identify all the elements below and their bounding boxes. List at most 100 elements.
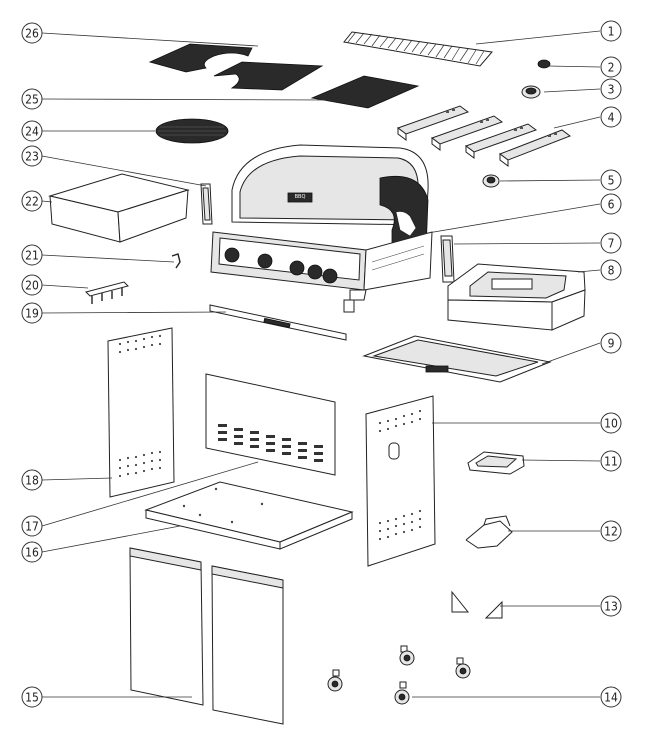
callout-circle: [600, 78, 622, 100]
callout-number: 19: [25, 307, 39, 321]
callout-12: 12: [600, 520, 622, 542]
svg-text:BBQ: BBQ: [295, 194, 306, 200]
part-right-side-panel: [365, 395, 436, 567]
callout-21: 21: [21, 244, 43, 266]
callout-number: 15: [25, 691, 39, 705]
callout-number: 12: [604, 525, 618, 539]
callout-number: 8: [608, 264, 615, 278]
part-shelf-bracket: [200, 183, 213, 225]
callout-14: 14: [600, 686, 622, 708]
callout-circle: [21, 686, 43, 708]
callout-circle: [21, 541, 43, 563]
callout-number: 13: [604, 600, 618, 614]
part-cooking-grate: [310, 75, 420, 109]
callout-24: 24: [21, 120, 43, 142]
callout-number: 4: [608, 111, 615, 125]
callout-number: 7: [608, 237, 615, 251]
part-grease-tray: [467, 451, 525, 475]
callout-number: 10: [604, 417, 618, 431]
callout-circle: [600, 520, 622, 542]
callout-number: 1: [608, 25, 615, 39]
callout-17: 17: [21, 515, 43, 537]
callout-number: 6: [608, 198, 615, 212]
part-grill-head: BBQ: [210, 144, 433, 313]
callout-circle: [600, 193, 622, 215]
callout-19: 19: [21, 302, 43, 324]
callout-23: 23: [21, 145, 43, 167]
part-front-rail: [209, 304, 347, 341]
callout-5: 5: [600, 169, 622, 191]
part-corner-gussets: [451, 590, 503, 619]
part-left-side-panel: [107, 327, 175, 498]
callout-number: 23: [25, 150, 39, 164]
part-round-grate: [155, 118, 229, 144]
callout-number: 20: [25, 279, 39, 293]
callout-circle: [21, 88, 43, 110]
callout-number: 9: [608, 337, 615, 351]
part-control-knob: [521, 85, 541, 99]
callout-circle: [600, 20, 622, 42]
part-bottom-shelf: [144, 481, 354, 550]
callout-number: 26: [25, 27, 39, 41]
callout-circle: [600, 332, 622, 354]
callout-circle: [21, 302, 43, 324]
callout-number: 21: [25, 249, 39, 263]
part-tray-bracket: [465, 515, 513, 549]
part-side-bracket: [440, 235, 455, 283]
part-casters: [327, 645, 471, 705]
callout-15: 15: [21, 686, 43, 708]
callout-number: 17: [25, 520, 39, 534]
part-split-grates: [148, 43, 324, 91]
callout-8: 8: [600, 259, 622, 281]
callout-number: 5: [608, 174, 615, 188]
part-back-panel: [205, 373, 336, 476]
callout-16: 16: [21, 541, 43, 563]
part-flame-tamers: [396, 105, 572, 167]
part-side-shelf: [48, 173, 190, 243]
callout-10: 10: [600, 412, 622, 434]
callout-circle: [600, 56, 622, 78]
callout-number: 22: [25, 195, 39, 209]
callout-circle: [600, 450, 622, 472]
callout-circle: [21, 515, 43, 537]
part-tool-hooks: [85, 281, 129, 304]
callout-circle: [21, 22, 43, 44]
part-small-hook: [171, 253, 181, 269]
callout-1: 1: [600, 20, 622, 42]
callout-circle: [600, 169, 622, 191]
callout-circle: [600, 106, 622, 128]
callout-circle: [21, 244, 43, 266]
callout-26: 26: [21, 22, 43, 44]
callout-number: 18: [25, 474, 39, 488]
callout-20: 20: [21, 274, 43, 296]
callout-circle: [600, 686, 622, 708]
callout-circle: [600, 412, 622, 434]
callout-circle: [21, 469, 43, 491]
callout-13: 13: [600, 595, 622, 617]
callout-4: 4: [600, 106, 622, 128]
callout-circle: [21, 274, 43, 296]
callout-11: 11: [600, 450, 622, 472]
part-doors: [129, 547, 284, 725]
part-drip-tray: [362, 335, 552, 383]
callout-22: 22: [21, 190, 43, 212]
callout-number: 14: [604, 691, 618, 705]
callout-3: 3: [600, 78, 622, 100]
callout-9: 9: [600, 332, 622, 354]
callout-circle: [600, 232, 622, 254]
part-side-knob: [482, 174, 500, 188]
callout-circle: [21, 120, 43, 142]
callout-layer: 1234567891011121314151617181920212223242…: [21, 20, 622, 708]
callout-number: 3: [608, 83, 615, 97]
callout-number: 25: [25, 93, 39, 107]
callout-6: 6: [600, 193, 622, 215]
callout-circle: [600, 595, 622, 617]
callout-number: 11: [604, 455, 618, 469]
callout-circle: [600, 259, 622, 281]
callout-number: 16: [25, 546, 39, 560]
callout-circle: [21, 190, 43, 212]
callout-number: 2: [608, 61, 615, 75]
part-warming-rack: [343, 31, 493, 67]
callout-7: 7: [600, 232, 622, 254]
